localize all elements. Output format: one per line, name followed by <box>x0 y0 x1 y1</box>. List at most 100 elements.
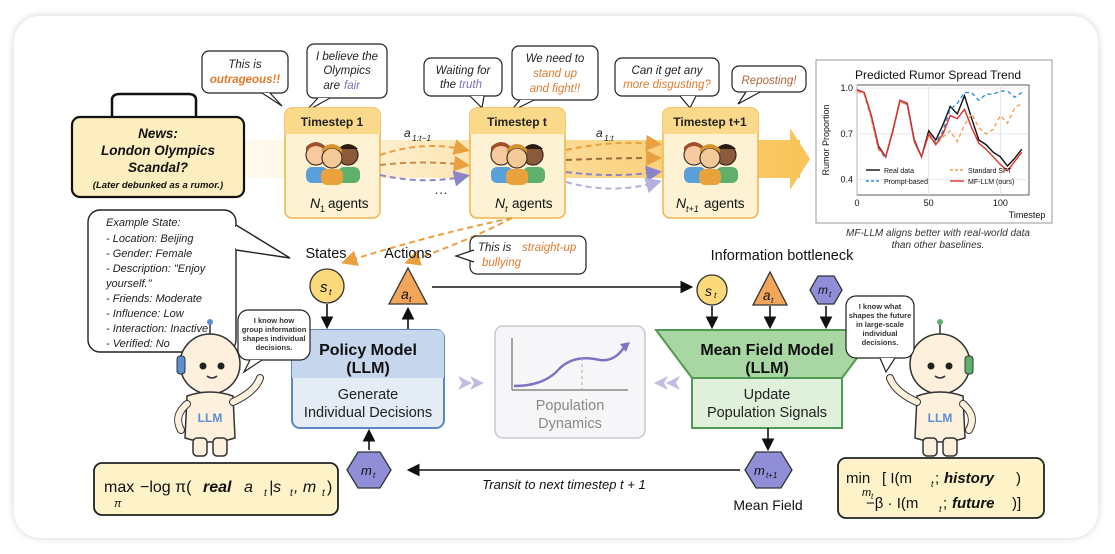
policy-title2: (LLM) <box>346 360 390 377</box>
agents-group-icon <box>683 142 738 185</box>
example-state-line: - Interaction: Inactive <box>106 323 208 335</box>
fl-rest2: a <box>244 479 253 496</box>
mean-field-label: Mean Field <box>733 497 802 513</box>
fl-sub: π <box>114 498 122 510</box>
bubble-7-line1a: This is <box>478 242 511 254</box>
bubble-6-text: Reposting! <box>742 75 798 87</box>
info-bottleneck-label: Information bottleneck <box>711 248 854 264</box>
news-line2: London Olympics <box>101 143 215 158</box>
bn-state-symbol: s <box>705 283 712 299</box>
bubble-3-line2b: truth <box>459 79 482 91</box>
meanfield-objective-formula: min m t [ I(m t ; history ) −β · I(m t ;… <box>837 457 1045 519</box>
mf-out-symbol: m <box>754 463 765 478</box>
state-circle-icon: s t <box>309 268 345 304</box>
speech-bubble-7: This is straight-up bullying <box>454 235 587 275</box>
timestep-t-title: Timestep t <box>487 115 547 129</box>
news-line3: Scandal? <box>128 160 188 175</box>
timestep-t-agents-label: agents <box>512 196 553 211</box>
fr-l1c: ) <box>1016 470 1021 487</box>
fr-min: min <box>846 470 870 487</box>
fl-rest3: |s <box>269 479 281 496</box>
bubble-3-line1: Waiting for <box>436 65 492 77</box>
fr-sub: m <box>862 487 871 499</box>
action-label-2-sub: 1:t <box>604 133 614 143</box>
fr-l2a: −β · I(m <box>866 495 918 512</box>
speech-bubble-4: We need to stand up and fight!! <box>509 45 599 113</box>
timestep-t1-card: Timestep t+1 N t+1 agents <box>662 107 759 219</box>
robot-left-l2: group information <box>242 325 307 334</box>
policy-objective-formula: max π −log π( real a t |s t , m t ) <box>93 462 339 516</box>
robot-right-l5: decisions. <box>862 338 899 347</box>
timestep-1-agents-sub: 1 <box>320 204 325 214</box>
fr-l1-t: t <box>931 479 934 489</box>
timestep-1-title: Timestep 1 <box>301 115 364 129</box>
fl-rest4: , m <box>294 479 316 496</box>
robot-right-badge: LLM <box>928 411 953 425</box>
action-label-1-sub: 1:t−1 <box>412 133 431 143</box>
fr-l1a: [ I(m <box>882 470 912 487</box>
chart-ytick-label: 1.0 <box>840 83 853 93</box>
chart-xtick-label: 0 <box>854 198 859 208</box>
chart-series <box>856 88 1023 172</box>
fr-l2c: )] <box>1012 495 1021 512</box>
bn-action-symbol: a <box>763 288 771 303</box>
bubble-2-line3a: are <box>323 80 340 92</box>
bubble-2-line3b: fair <box>344 80 361 92</box>
timestep-1-agents-label: agents <box>328 196 369 211</box>
chart-title: Predicted Rumor Spread Trend <box>855 68 1021 82</box>
policy-body1: Generate <box>338 387 398 403</box>
chart-ytick-label: 0.4 <box>840 175 853 185</box>
example-state-line: - Friends: Moderate <box>106 293 202 305</box>
timestep-t-agents-sub: t <box>505 204 508 214</box>
bubble-4-line3: and fight!! <box>530 83 581 95</box>
robot-right-l1: I know what <box>859 302 902 311</box>
news-note: (Later debunked as a rumor.) <box>93 180 223 191</box>
fr-l1b: ; <box>935 470 939 487</box>
fl-t: t <box>290 488 294 499</box>
timeline-flow-arrowhead <box>790 128 810 190</box>
population-line2: Dynamics <box>538 416 602 432</box>
mean-field-output-icon: m t+1 <box>744 451 793 489</box>
bottleneck-action-icon: a t <box>751 270 789 306</box>
ellipsis: … <box>434 181 448 197</box>
robot-right-l4: individual <box>862 329 897 338</box>
bubble-5-line1: Can it get any <box>632 65 704 77</box>
state-symbol: s <box>320 279 328 296</box>
policy-model-box: Policy Model (LLM) Generate Individual D… <box>291 329 445 429</box>
meanfield-body2: Population Signals <box>707 405 827 421</box>
bubble-1-line1: This is <box>228 59 261 71</box>
mf-out-sub: t+1 <box>766 471 777 480</box>
example-state-line: - Location: Beijing <box>106 233 194 245</box>
example-state-line: - Verified: No <box>106 338 170 350</box>
mean-field-model-box: Mean Field Model (LLM) Update Population… <box>654 329 880 429</box>
policy-m-symbol: m <box>361 463 372 478</box>
chart-ylabel: Rumor Proportion <box>821 104 831 175</box>
actions-label: Actions <box>384 246 432 262</box>
policy-body2: Individual Decisions <box>304 405 432 421</box>
bottleneck-meanfield-icon: m t <box>809 275 843 305</box>
state-symbol-sub: t <box>329 287 332 297</box>
speech-bubble-6: Reposting! <box>731 65 807 105</box>
fl-rest5: ) <box>327 479 332 496</box>
fl-rest1: −log π( <box>140 479 192 496</box>
speech-bubble-5: Can it get any more disgusting? <box>614 57 720 110</box>
chart-legend-label: Prompt-based <box>884 179 928 186</box>
timestep-1-agents-var: N <box>310 195 321 211</box>
example-state-line: - Gender: Female <box>106 248 192 260</box>
timestep-t1-agents-sub: t+1 <box>686 204 699 214</box>
chart-ytick-label: 0.7 <box>840 129 853 139</box>
speech-bubble-2: I believe the Olympics are fair <box>304 43 388 113</box>
timestep-t1-agents-var: N <box>676 195 687 211</box>
chart-xtick-label: 100 <box>993 198 1008 208</box>
policy-title1: Policy Model <box>319 342 417 359</box>
bubble-1-line2: outrageous!! <box>210 74 280 86</box>
bn-m-sub: t <box>829 290 832 299</box>
action-label-1-var: a <box>404 126 411 140</box>
bubble-2-line2: Olympics <box>323 65 371 77</box>
timestep-t1-agents-label: agents <box>704 196 745 211</box>
agents-group-icon <box>305 142 360 185</box>
bn-m-symbol: m <box>818 283 828 297</box>
chart-xlabel: Timestep <box>1009 210 1046 220</box>
